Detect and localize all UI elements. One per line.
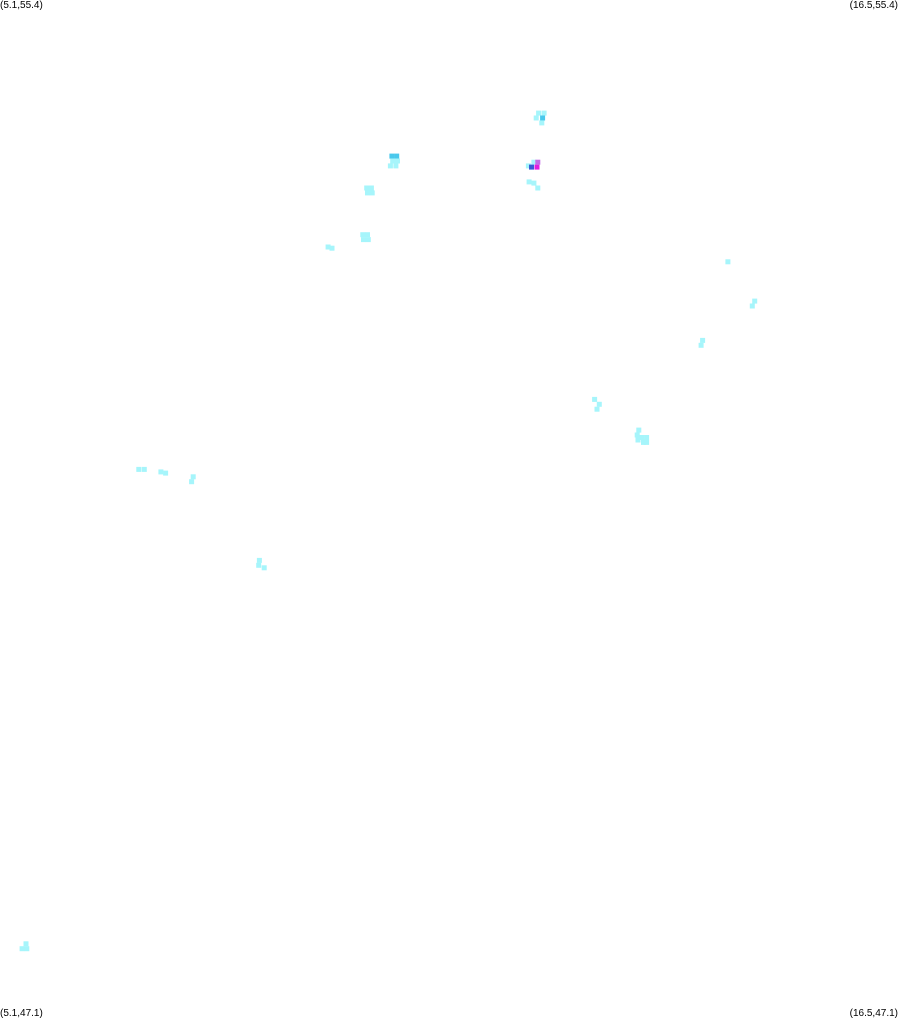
grid-cell-low	[641, 439, 646, 445]
grid-cell-high	[394, 153, 400, 159]
grid-cell-low	[24, 946, 30, 952]
grid-cell-low	[749, 303, 755, 309]
corner-label-top-right: (16.5,55.4)	[849, 0, 898, 11]
grid-cell-low	[698, 342, 704, 348]
grid-cell-low	[594, 406, 600, 412]
grid-cell-low	[541, 110, 547, 116]
grid-cell-high	[540, 115, 546, 121]
grid-cell-low	[141, 466, 147, 472]
grid-cell-low	[639, 435, 645, 440]
grid-cell-low	[387, 163, 393, 169]
grid-cell-low	[539, 120, 545, 126]
grid-cell-low	[365, 190, 370, 196]
grid-cell-low	[365, 232, 370, 238]
grid-cell-low	[531, 159, 537, 165]
corner-label-top-left: (5.1,55.4)	[0, 0, 43, 11]
grid-cell-low	[592, 396, 598, 402]
grid-cell-low	[535, 185, 541, 191]
grid-cell-low	[536, 110, 542, 116]
grid-cell-violet	[535, 159, 541, 165]
grid-cell-low	[393, 163, 399, 169]
grid-cell-low	[752, 298, 758, 304]
grid-cell-low	[163, 470, 169, 476]
corner-label-bottom-left: (5.1,47.1)	[0, 1008, 43, 1019]
corner-label-bottom-right: (16.5,47.1)	[849, 1008, 898, 1019]
grid-cell-low	[596, 401, 602, 407]
grid-cell-low	[364, 185, 370, 191]
grid-cell-low	[635, 437, 641, 443]
grid-cell-low	[136, 466, 142, 472]
grid-cell-low	[158, 469, 164, 475]
grid-cell-low	[256, 562, 262, 568]
grid-cell-blue	[529, 164, 534, 170]
grid-cell-low	[23, 941, 29, 947]
grid-cell-low	[526, 179, 532, 185]
grid-cell-low	[369, 190, 375, 196]
grid-cell-low	[644, 439, 650, 445]
grid-cell-low	[365, 237, 371, 243]
grid-cell-low	[533, 115, 539, 121]
grid-cell-low	[644, 435, 650, 440]
grid-cell-low	[360, 232, 366, 238]
grid-cell-low	[390, 158, 396, 164]
grid-cell-low	[368, 185, 374, 191]
grid-cell-low	[256, 557, 262, 563]
grid-cell-low	[634, 432, 640, 438]
grid-cell-low	[190, 474, 196, 480]
grid-cell-low	[19, 946, 25, 952]
grid-cell-low	[725, 259, 731, 265]
grid-cell-high	[389, 153, 395, 159]
grid-cell-low	[636, 427, 642, 433]
grid-cell-low	[329, 245, 335, 251]
grid-cell-low	[261, 565, 267, 571]
grid-cell-low	[525, 163, 531, 169]
grid-cell-low	[531, 180, 537, 186]
grid-cell-low	[361, 237, 366, 243]
grid-cell-magenta	[534, 164, 540, 170]
grid-cell-low	[395, 158, 400, 164]
grid-cell-low	[700, 337, 706, 343]
grid-cell-layer	[19, 110, 758, 952]
grid-cell-low	[325, 244, 331, 250]
grid-cell-low	[189, 479, 195, 485]
